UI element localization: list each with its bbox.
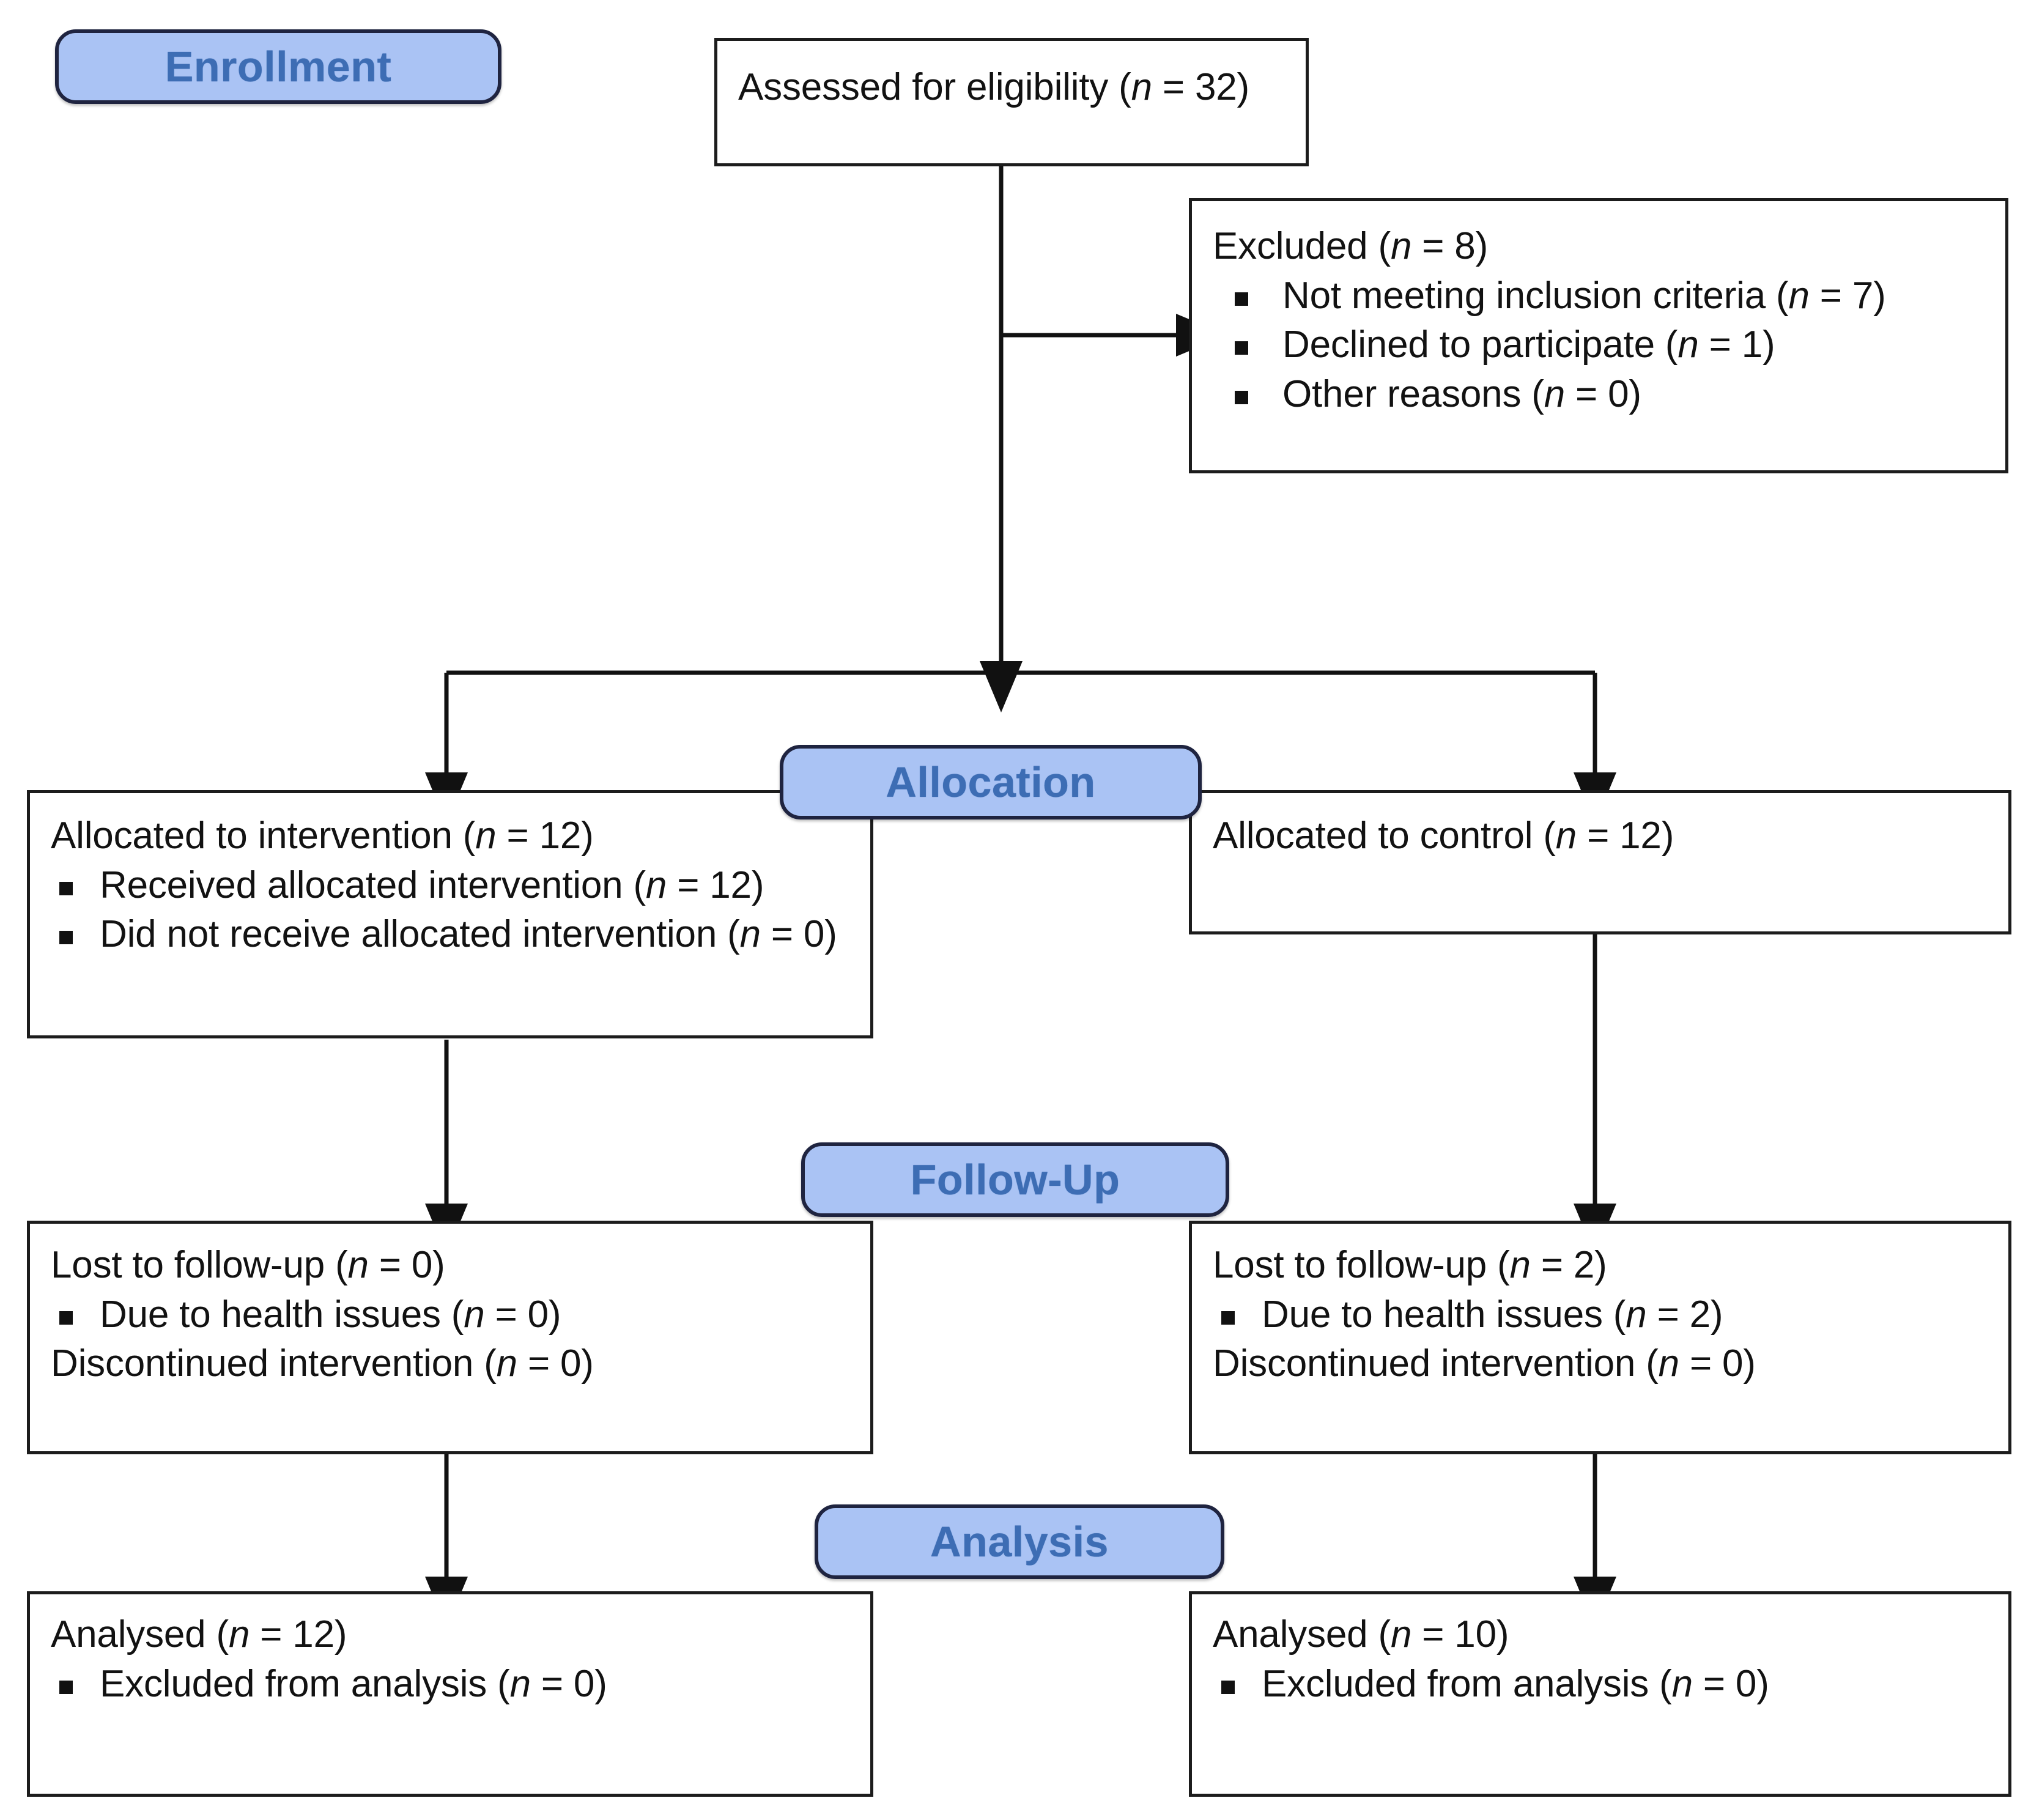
stage-badge-allocation: Allocation: [780, 745, 1202, 819]
analysis-left-bullet-text: Excluded from analysis (n = 0): [100, 1662, 607, 1705]
stage-badge-analysis: Analysis: [815, 1504, 1224, 1579]
bullet-square-icon: [1221, 1311, 1235, 1325]
bullet-square-icon: [59, 1311, 73, 1325]
analysis-left-heading: Analysed (n = 12): [51, 1613, 347, 1655]
alloc-left-bullet-1-text: Did not receive allocated intervention (…: [100, 913, 837, 956]
bullet-square-icon: [1221, 1680, 1235, 1694]
box-analysis-intervention: Analysed (n = 12) Excluded from analysis…: [27, 1591, 873, 1797]
bullet-square-icon: [1235, 390, 1248, 404]
excluded-bullet-0-text: Not meeting inclusion criteria (n = 7): [1282, 274, 1886, 317]
analysis-right-bullet: Excluded from analysis (n = 0): [1213, 1660, 2008, 1709]
alloc-right-heading: Allocated to control (n = 12): [1213, 815, 1674, 857]
box-assessed-for-eligibility: Assessed for eligibility (n = 32): [714, 38, 1309, 166]
analysis-right-bullet-text: Excluded from analysis (n = 0): [1262, 1662, 1769, 1705]
bullet-square-icon: [1235, 292, 1248, 306]
box-analysis-control: Analysed (n = 10) Excluded from analysis…: [1189, 1591, 2011, 1797]
alloc-left-heading: Allocated to intervention (n = 12): [51, 815, 594, 857]
stage-badge-followup: Follow-Up: [801, 1142, 1229, 1217]
excluded-heading-pre: Excluded (: [1213, 225, 1391, 267]
follow-right-bullet: Due to health issues (n = 2): [1213, 1290, 2008, 1340]
alloc-left-bullet-0-text: Received allocated intervention (n = 12): [100, 864, 764, 906]
stage-label-analysis: Analysis: [930, 1518, 1109, 1566]
alloc-left-bullet-0: Received allocated intervention (n = 12): [51, 861, 870, 911]
box-allocated-intervention: Allocated to intervention (n = 12) Recei…: [27, 790, 873, 1038]
assessed-post: = 32): [1152, 66, 1249, 108]
follow-right-bullet-text: Due to health issues (n = 2): [1262, 1293, 1723, 1336]
analysis-right-heading: Analysed (n = 10): [1213, 1613, 1509, 1655]
excluded-heading-post: = 8): [1411, 225, 1489, 267]
excluded-bullet-2-text: Other reasons (n = 0): [1282, 372, 1641, 415]
follow-right-line3: Discontinued intervention (n = 0): [1213, 1342, 1756, 1385]
bullet-square-icon: [1235, 341, 1248, 355]
follow-left-line3: Discontinued intervention (n = 0): [51, 1342, 594, 1385]
excluded-bullet-1-text: Declined to participate (n = 1): [1282, 324, 1775, 366]
box-followup-control: Lost to follow-up (n = 2) Due to health …: [1189, 1221, 2011, 1454]
excluded-heading-n-symbol: n: [1390, 225, 1412, 267]
analysis-left-bullet: Excluded from analysis (n = 0): [51, 1660, 870, 1709]
follow-left-bullet-text: Due to health issues (n = 0): [100, 1293, 561, 1336]
excluded-heading: Excluded (n = 8): [1213, 222, 2005, 272]
assessed-pre: Assessed for eligibility (: [738, 66, 1131, 108]
excluded-bullet-1: Declined to participate (n = 1): [1213, 320, 2005, 370]
box-followup-intervention: Lost to follow-up (n = 0) Due to health …: [27, 1221, 873, 1454]
alloc-left-bullet-1: Did not receive allocated intervention (…: [51, 910, 870, 960]
follow-right-line1: Lost to follow-up (n = 2): [1213, 1244, 1607, 1286]
stage-label-allocation: Allocation: [886, 758, 1096, 806]
box-allocated-control: Allocated to control (n = 12): [1189, 790, 2011, 934]
follow-left-line1: Lost to follow-up (n = 0): [51, 1244, 445, 1286]
bullet-square-icon: [59, 881, 73, 895]
excluded-bullet-0: Not meeting inclusion criteria (n = 7): [1213, 272, 2005, 321]
box-excluded: Excluded (n = 8) Not meeting inclusion c…: [1189, 198, 2008, 473]
bullet-square-icon: [59, 1680, 73, 1694]
stage-label-followup: Follow-Up: [910, 1156, 1120, 1204]
assessed-line: Assessed for eligibility (n = 32): [738, 63, 1306, 113]
excluded-bullet-2: Other reasons (n = 0): [1213, 370, 2005, 420]
bullet-square-icon: [59, 931, 73, 945]
follow-left-bullet: Due to health issues (n = 0): [51, 1290, 870, 1340]
stage-label-enrollment: Enrollment: [165, 43, 392, 91]
stage-badge-enrollment: Enrollment: [55, 29, 501, 104]
assessed-n-symbol: n: [1131, 66, 1152, 108]
